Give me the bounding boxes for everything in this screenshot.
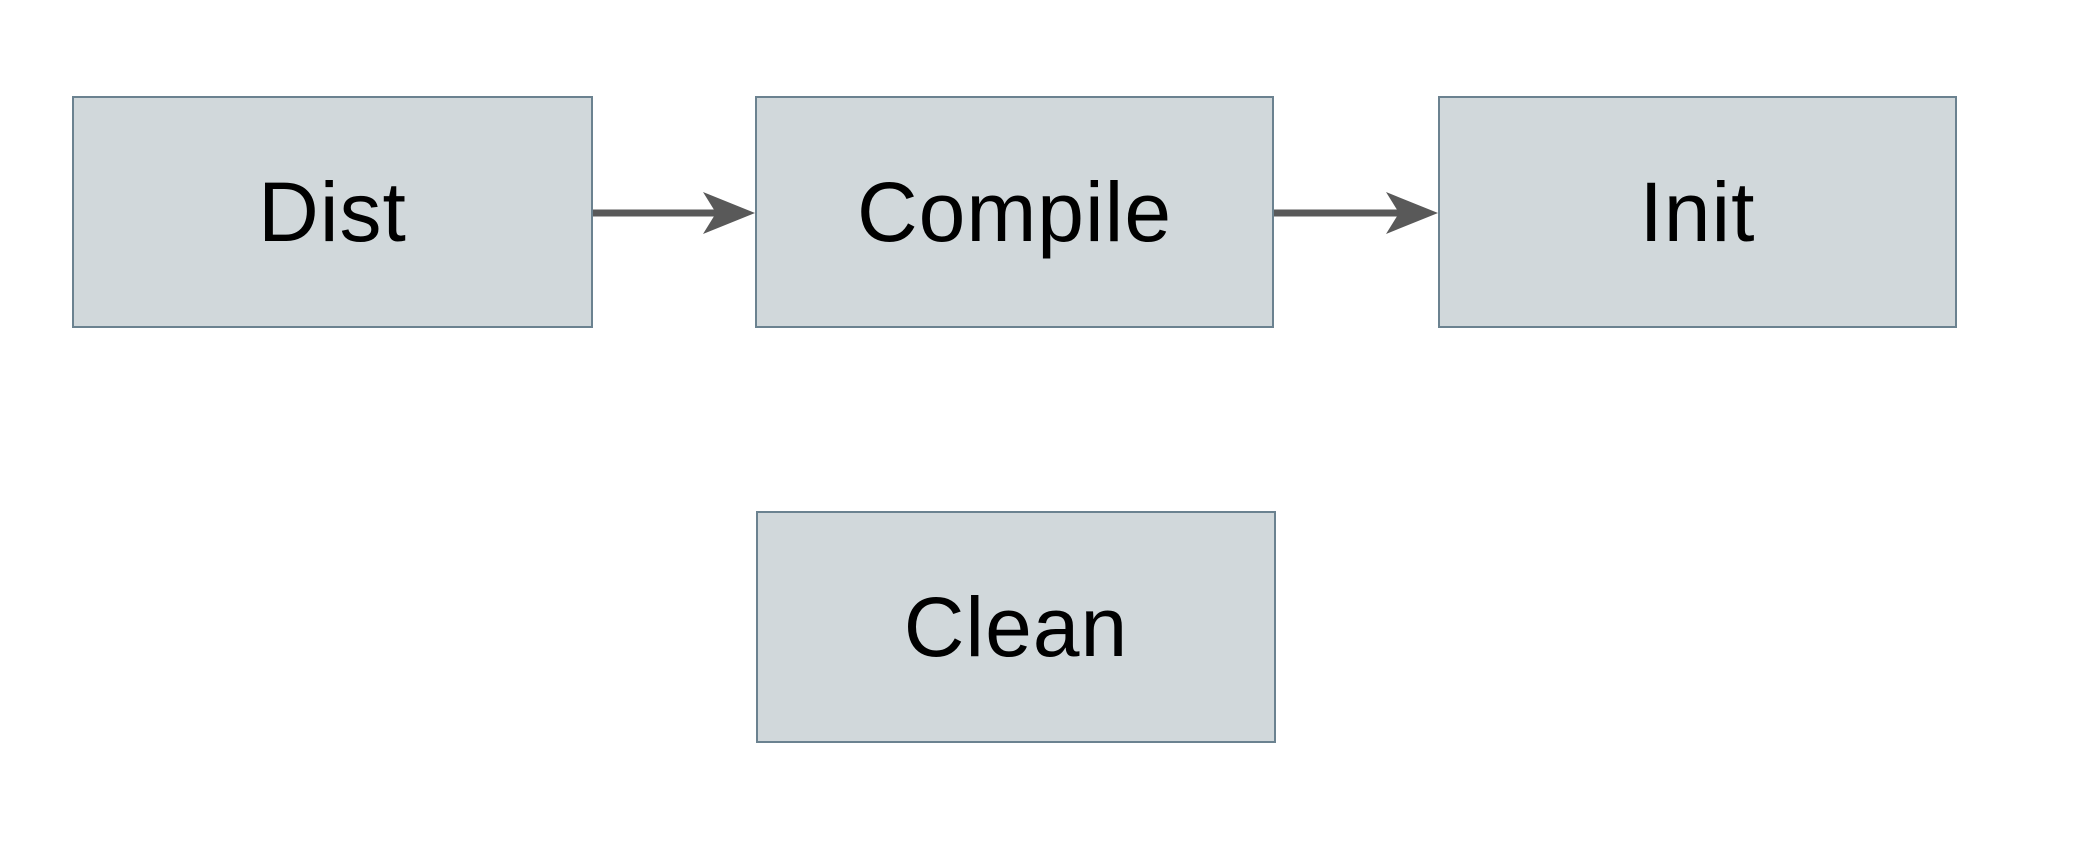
- connector-compile-to-init[interactable]: [1274, 191, 1438, 235]
- node-init-label: Init: [1639, 164, 1756, 259]
- node-compile[interactable]: Compile: [755, 96, 1274, 328]
- node-dist-label: Dist: [258, 164, 407, 259]
- node-compile-label: Compile: [856, 164, 1173, 259]
- node-dist[interactable]: Dist: [72, 96, 593, 328]
- node-clean-label: Clean: [903, 579, 1129, 674]
- node-init[interactable]: Init: [1438, 96, 1957, 328]
- connector-dist-to-compile[interactable]: [593, 191, 755, 235]
- arrowhead-icon: [1386, 192, 1438, 234]
- node-clean[interactable]: Clean: [756, 511, 1276, 743]
- arrowhead-icon: [703, 192, 755, 234]
